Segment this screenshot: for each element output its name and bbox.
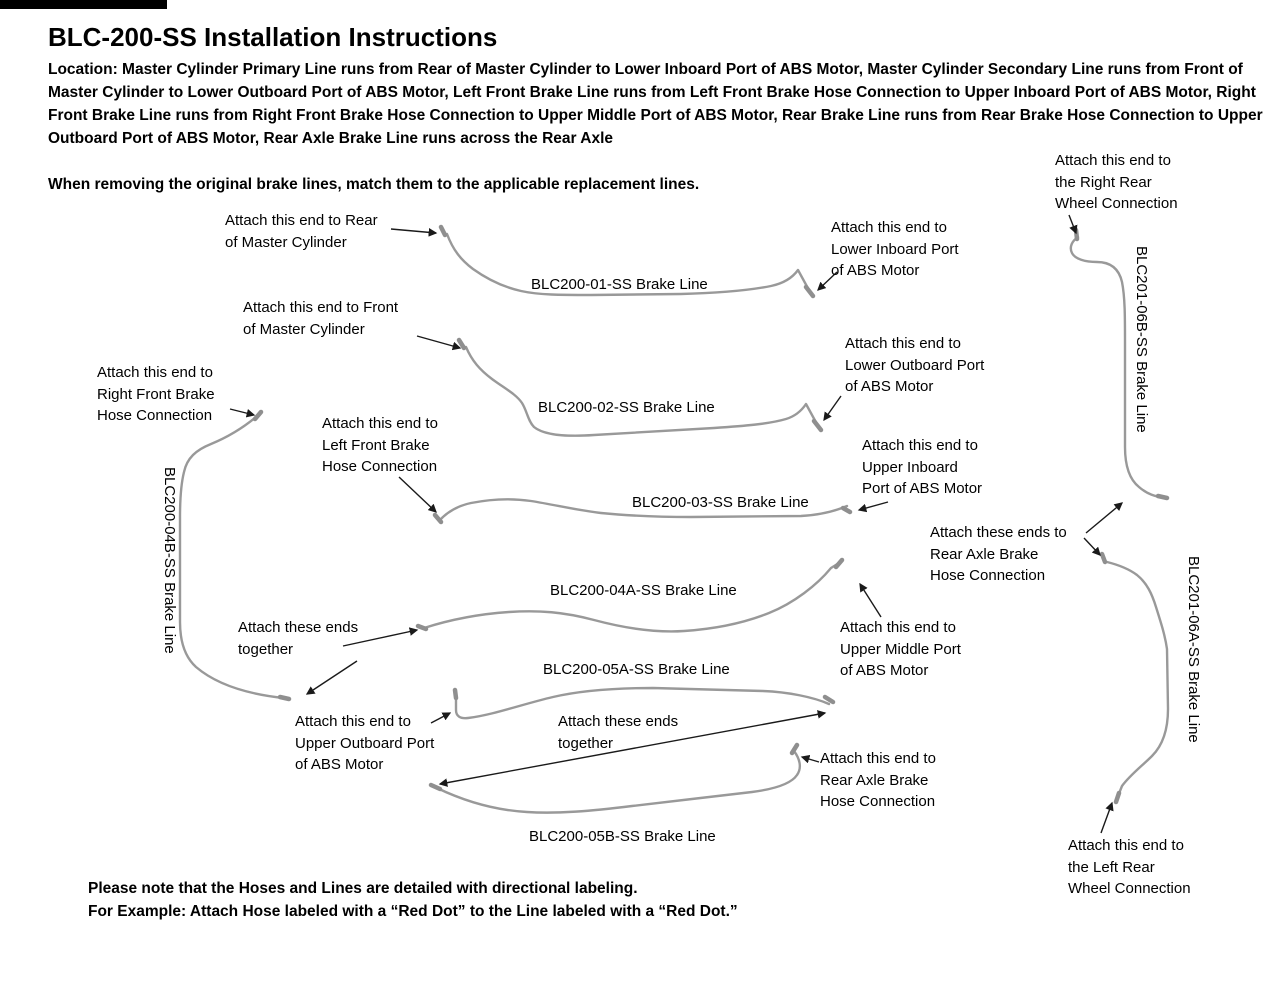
arrow-lower-outboard-port <box>823 395 842 422</box>
annotation-rear-axle-hose-ends: Attach these ends to Rear Axle Brake Hos… <box>930 524 1067 584</box>
annotation-rear-of-master-cylinder: Attach this end to Rear of Master Cylind… <box>225 212 378 251</box>
annotation-lower-inboard-port: Attach this end to Lower Inboard Port of… <box>831 219 959 279</box>
blc201-06a-line <box>1105 560 1170 798</box>
arrow-right-front-hose <box>229 408 256 418</box>
page-title: BLC-200-SS Installation Instructions <box>48 22 498 52</box>
annotation-front-of-master-cylinder: Attach this end to Front of Master Cylin… <box>243 299 399 338</box>
matching-note: When removing the original brake lines, … <box>48 176 700 193</box>
annotation-right-front-hose: Attach this end to Right Front Brake Hos… <box>97 364 215 424</box>
blc200-02-line <box>464 345 820 437</box>
label-blc200-04a: BLC200-04A-SS Brake Line <box>550 582 737 599</box>
annotation-ends-together-mid: Attach these ends together <box>558 713 679 752</box>
footer-line-1: Please note that the Hoses and Lines are… <box>88 880 638 897</box>
label-blc200-05a: BLC200-05A-SS Brake Line <box>543 661 730 678</box>
annotation-right-rear-wheel: Attach this end to the Right Rear Wheel … <box>1055 152 1178 212</box>
annotation-ends-together-left: Attach these ends together <box>238 619 359 658</box>
label-blc201-06a: BLC201-06A-SS Brake Line <box>1185 556 1202 743</box>
arrow-left-front-hose <box>398 476 437 513</box>
arrow-ends-together-left-down <box>305 660 358 695</box>
label-blc200-01: BLC200-01-SS Brake Line <box>531 276 708 293</box>
arrow-front-of-master-cylinder <box>416 335 462 351</box>
label-blc200-04b: BLC200-04B-SS Brake Line <box>161 467 178 654</box>
annotation-lower-outboard-port: Attach this end to Lower Outboard Port o… <box>845 335 985 395</box>
arrow-lower-inboard-port <box>817 271 838 291</box>
annotation-upper-middle-port: Attach this end to Upper Middle Port of … <box>840 619 961 679</box>
annotation-rear-axle-hose-end: Attach this end to Rear Axle Brake Hose … <box>820 750 936 810</box>
annotation-upper-inboard-port: Attach this end to Upper Inboard Port of… <box>862 437 983 497</box>
arrow-rear-axle-hose-lower <box>1083 537 1101 556</box>
blc200-01-line <box>445 232 812 297</box>
arrow-ends-together-left-up <box>342 627 419 647</box>
arrow-left-rear-wheel <box>1100 801 1114 834</box>
arrow-right-rear-wheel <box>1068 214 1078 235</box>
arrow-rear-axle-hose-upper <box>1085 502 1124 534</box>
blc200-04a-line <box>422 561 841 633</box>
blc200-04b-line <box>178 415 286 700</box>
label-blc200-05b: BLC200-05B-SS Brake Line <box>529 828 716 845</box>
blc200-03-line <box>437 498 849 523</box>
label-blc200-02: BLC200-02-SS Brake Line <box>538 399 715 416</box>
blc200-05b-line <box>435 749 802 814</box>
annotation-upper-outboard-port: Attach this end to Upper Outboard Port o… <box>295 713 435 773</box>
scan-artifact-bar <box>0 0 167 9</box>
blc201-06b-line <box>1069 235 1165 499</box>
arrow-upper-inboard-port <box>857 501 889 513</box>
arrow-rear-of-master-cylinder <box>390 228 438 237</box>
annotation-left-rear-wheel: Attach this end to the Left Rear Wheel C… <box>1068 837 1191 897</box>
location-paragraph: Location: Master Cylinder Primary Line r… <box>48 61 1263 147</box>
footer-line-2: For Example: Attach Hose labeled with a … <box>88 903 738 920</box>
label-blc201-06b: BLC201-06B-SS Brake Line <box>1133 246 1150 433</box>
arrow-ends-together-mid-double <box>438 710 827 787</box>
annotation-left-front-hose: Attach this end to Left Front Brake Hose… <box>322 415 438 475</box>
label-blc200-03: BLC200-03-SS Brake Line <box>632 494 809 511</box>
footer-note: Please note that the Hoses and Lines are… <box>88 877 738 923</box>
arrow-upper-middle-port <box>859 582 882 618</box>
arrow-rear-axle-end <box>800 754 820 764</box>
